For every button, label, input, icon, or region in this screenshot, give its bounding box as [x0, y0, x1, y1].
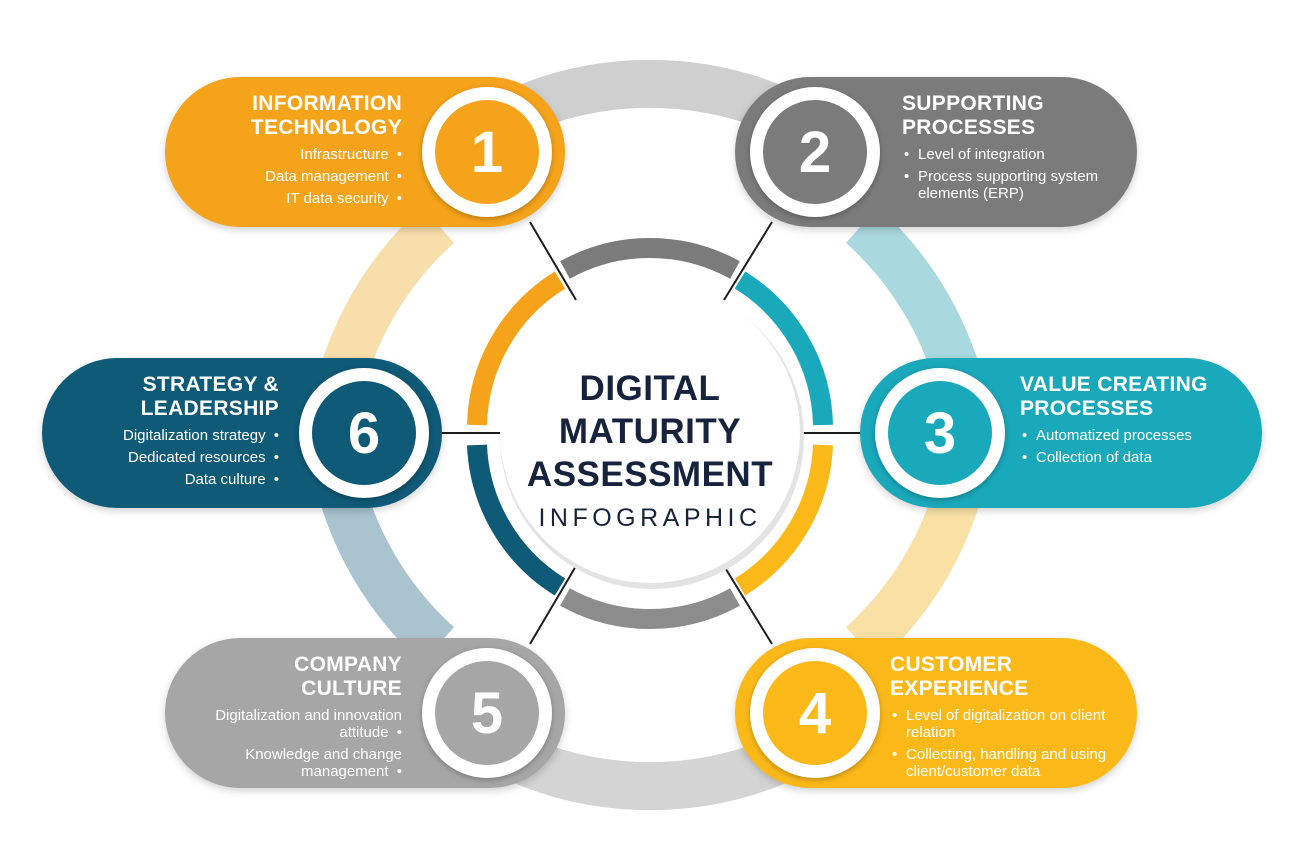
bullet-item: Level of digitalization on client relati… — [890, 707, 1115, 741]
center-subtitle: INFOGRAPHIC — [538, 504, 762, 532]
inner-arc-teal-right — [734, 271, 833, 426]
number-badge: 5 — [422, 648, 552, 778]
bullet-item: Dedicated resources — [49, 449, 279, 466]
pill-text: INFORMATION TECHNOLOGY Infrastructure Da… — [172, 92, 402, 212]
pill-bullets: Infrastructure Data management IT data s… — [172, 146, 402, 207]
pill-bullets: Level of digitalization on client relati… — [890, 707, 1115, 780]
pill-title-line: COMPANY — [294, 653, 402, 676]
bullet-item: Digitalization and innovation attitude — [177, 707, 402, 741]
pill-bullets: Digitalization strategy Dedicated resour… — [49, 427, 279, 488]
center-disc — [500, 283, 800, 583]
number-badge-number: 1 — [435, 100, 539, 204]
pill-title-line: LEADERSHIP — [140, 397, 279, 420]
inner-arc-gray-top — [560, 238, 740, 279]
pill-title-line: PROCESSES — [1020, 397, 1154, 420]
pill-text: STRATEGY & LEADERSHIP Digitalization str… — [49, 373, 279, 493]
pill-title: INFORMATION TECHNOLOGY — [172, 92, 402, 140]
bullet-item: Automatized processes — [1020, 427, 1250, 444]
center-title: DIGITAL MATURITY ASSESSMENT — [505, 367, 795, 496]
number-badge: 4 — [750, 648, 880, 778]
pill-company-culture: COMPANY CULTURE Digitalization and innov… — [165, 638, 565, 788]
bullet-item: Data culture — [49, 471, 279, 488]
inner-arc-yellow-right — [734, 444, 833, 596]
number-badge: 6 — [299, 368, 429, 498]
pill-title-line: PROCESSES — [902, 116, 1036, 139]
number-badge: 2 — [750, 87, 880, 217]
pill-title-line: CUSTOMER — [890, 653, 1013, 676]
bullet-item: Collection of data — [1020, 449, 1250, 466]
connector-2 — [723, 221, 773, 301]
pill-bullets: Digitalization and innovation attitude K… — [177, 707, 402, 780]
pill-title: COMPANY CULTURE — [177, 653, 402, 701]
number-badge-number: 6 — [312, 381, 416, 485]
pill-information-technology: INFORMATION TECHNOLOGY Infrastructure Da… — [165, 77, 565, 227]
number-badge-number: 4 — [763, 661, 867, 765]
pill-title-line: STRATEGY & — [142, 373, 279, 396]
pill-text: VALUE CREATING PROCESSES Automatized pro… — [1020, 373, 1250, 471]
pill-title: VALUE CREATING PROCESSES — [1020, 373, 1250, 421]
outer-arc-lower-left — [316, 478, 455, 663]
outer-arc-bottom — [499, 733, 801, 811]
number-badge-number: 2 — [763, 100, 867, 204]
bullet-item: IT data security — [172, 190, 402, 207]
pill-supporting-processes: 2 SUPPORTING PROCESSES Level of integrat… — [735, 77, 1137, 227]
center-title-line: ASSESSMENT — [526, 455, 774, 494]
bullet-item: Level of integration — [902, 146, 1117, 163]
connector-5 — [529, 565, 577, 645]
pill-title-line: SUPPORTING — [902, 92, 1044, 115]
inner-arc-gray-bottom — [560, 588, 740, 629]
pill-bullets: Level of integration Process supporting … — [902, 146, 1117, 202]
pill-title-line: VALUE CREATING — [1020, 373, 1208, 396]
number-badge: 3 — [875, 368, 1005, 498]
connector-1 — [529, 221, 577, 301]
connector-4 — [723, 565, 773, 645]
bullet-item: Data management — [172, 168, 402, 185]
pill-title-line: CULTURE — [301, 677, 402, 700]
bullet-item: Process supporting system elements (ERP) — [902, 168, 1117, 202]
pill-value-creating-processes: 3 VALUE CREATING PROCESSES Automatized p… — [860, 358, 1262, 508]
center-title-line: DIGITAL — [579, 369, 721, 408]
number-badge-number: 5 — [435, 661, 539, 765]
pill-title-line: EXPERIENCE — [890, 677, 1029, 700]
number-badge-number: 3 — [888, 381, 992, 485]
pill-bullets: Automatized processes Collection of data — [1020, 427, 1250, 466]
pill-text: CUSTOMER EXPERIENCE Level of digitalizat… — [890, 653, 1115, 785]
inner-arc-orange-left — [467, 271, 566, 426]
outer-arc-lower-right — [845, 478, 984, 663]
pill-text: SUPPORTING PROCESSES Level of integratio… — [902, 92, 1117, 207]
pill-title: SUPPORTING PROCESSES — [902, 92, 1117, 140]
pill-customer-experience: 4 CUSTOMER EXPERIENCE Level of digitaliz… — [735, 638, 1137, 788]
bullet-item: Collecting, handling and using client/cu… — [890, 746, 1115, 780]
bullet-item: Knowledge and change management — [177, 746, 402, 780]
bullet-item: Infrastructure — [172, 146, 402, 163]
pill-text: COMPANY CULTURE Digitalization and innov… — [177, 653, 402, 785]
pill-title: CUSTOMER EXPERIENCE — [890, 653, 1115, 701]
bullet-item: Digitalization strategy — [49, 427, 279, 444]
number-badge: 1 — [422, 87, 552, 217]
pill-title-line: INFORMATION — [252, 92, 402, 115]
pill-title-line: TECHNOLOGY — [250, 116, 402, 139]
inner-arc-navy-left — [467, 444, 566, 596]
pill-title: STRATEGY & LEADERSHIP — [49, 373, 279, 421]
pill-strategy-leadership: STRATEGY & LEADERSHIP Digitalization str… — [42, 358, 442, 508]
center-title-line: MATURITY — [558, 412, 742, 451]
center-label: DIGITAL MATURITY ASSESSMENT INFOGRAPHIC — [500, 315, 800, 585]
